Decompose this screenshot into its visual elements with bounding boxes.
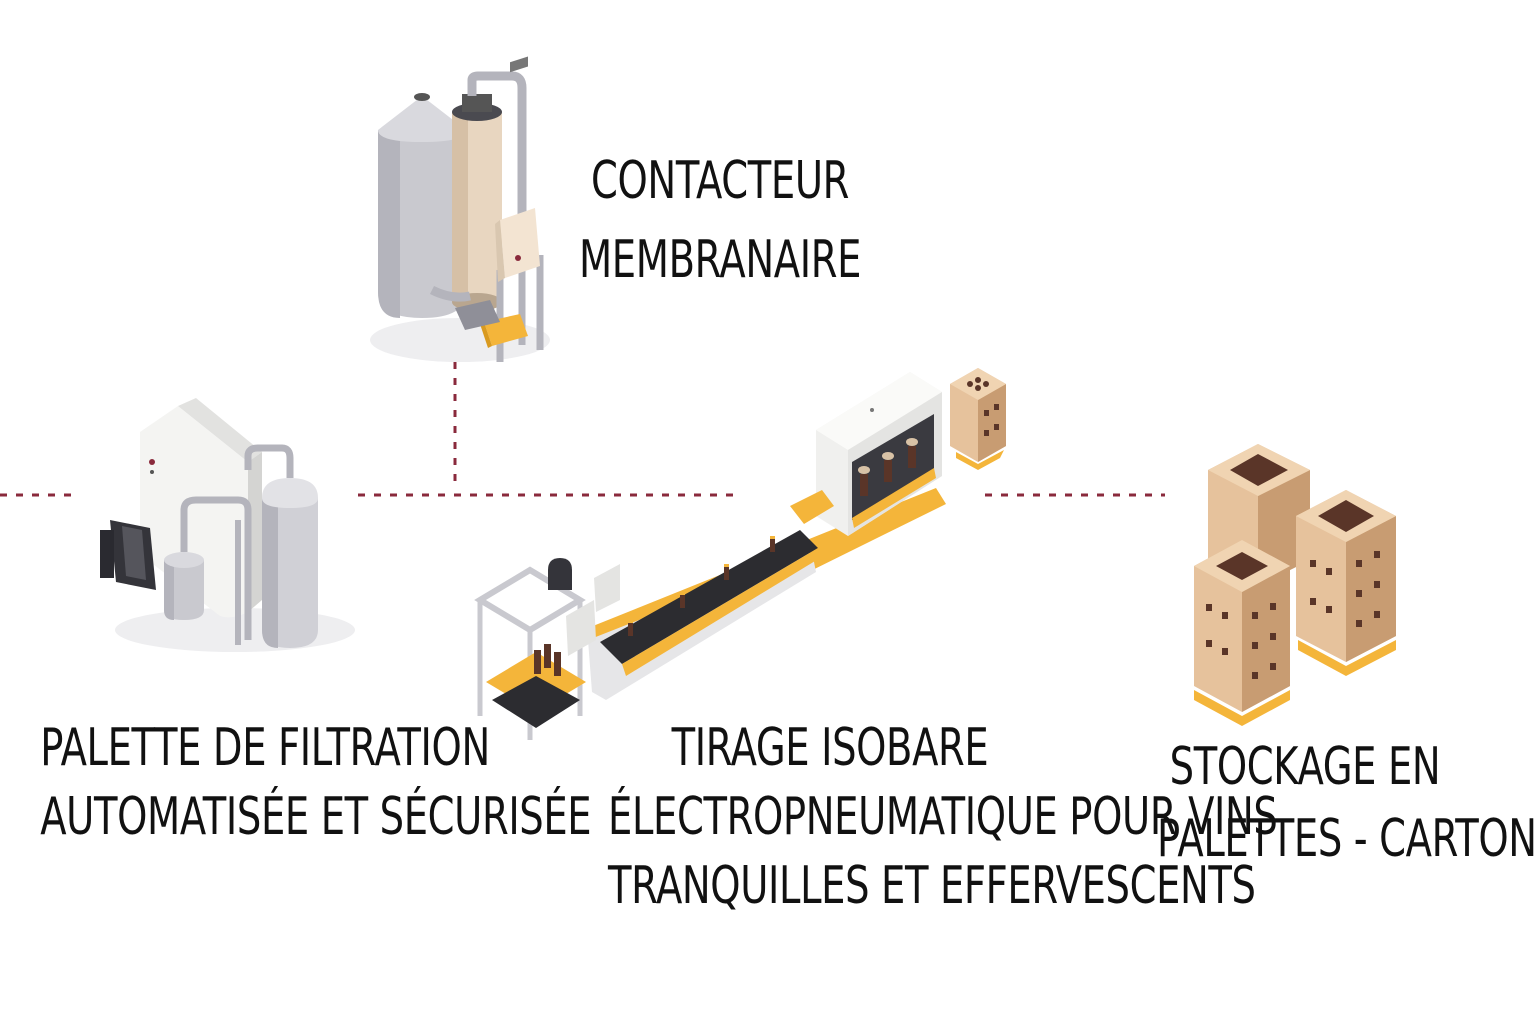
label-line: TRANQUILLES ET EFFERVESCENTS: [608, 856, 1256, 917]
pallet-cartons-icon: [1194, 444, 1396, 726]
label-contacteur-membranaire: CONTACTEUR MEMBRANAIRE: [572, 142, 868, 300]
label-line: ÉLECTROPNEUMATIQUE POUR VINS: [608, 787, 1278, 848]
filtration-pallet-icon: [100, 398, 355, 652]
label-tirage-isobare: TIRAGE ISOBARE ÉLECTROPNEUMATIQUE POUR V…: [608, 714, 1278, 921]
label-palette-filtration: PALETTE DE FILTRATION AUTOMATISÉE ET SÉC…: [40, 714, 592, 852]
label-stockage-palettes: STOCKAGE EN PALETTES - CARTONS: [1157, 732, 1536, 876]
label-line: AUTOMATISÉE ET SÉCURISÉE: [40, 787, 592, 848]
isobaric-bottling-line-icon: [474, 368, 1006, 740]
connectors: [0, 362, 1165, 497]
label-line: STOCKAGE EN: [1169, 737, 1441, 797]
label-line: PALETTE DE FILTRATION: [40, 718, 490, 778]
label-line: CONTACTEUR: [590, 151, 849, 211]
label-line: MEMBRANAIRE: [578, 230, 862, 291]
label-line: PALETTES - CARTONS: [1157, 808, 1536, 869]
membrane-contactor-icon: [370, 56, 550, 362]
label-line: TIRAGE ISOBARE: [671, 718, 989, 778]
